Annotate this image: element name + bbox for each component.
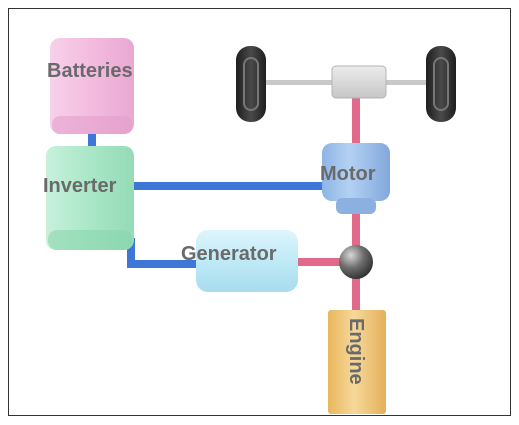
left-wheel	[236, 46, 266, 122]
inverter-block: Inverter	[43, 146, 134, 250]
engine-label: Engine	[345, 318, 367, 385]
drive-axle	[236, 46, 456, 122]
engine-block: Engine	[328, 310, 386, 414]
generator-label: Generator	[181, 243, 277, 265]
motor-gear-shaft	[352, 212, 360, 250]
mechanical-links	[298, 97, 360, 312]
axle-motor-shaft	[352, 97, 360, 145]
inverter-label: Inverter	[43, 175, 117, 197]
batteries-label: Batteries	[47, 60, 133, 82]
inverter-motor-link	[134, 182, 324, 190]
motor-block: Motor	[320, 143, 390, 214]
batteries-block: Batteries	[47, 38, 134, 134]
right-wheel	[426, 46, 456, 122]
generator-gear-shaft	[298, 258, 350, 266]
differential	[331, 65, 387, 99]
battery-inverter-link	[88, 132, 96, 148]
power-split-gear	[339, 245, 373, 279]
generator-block: Generator	[181, 230, 298, 292]
motor-label: Motor	[320, 163, 376, 185]
gear-engine-shaft	[352, 276, 360, 312]
